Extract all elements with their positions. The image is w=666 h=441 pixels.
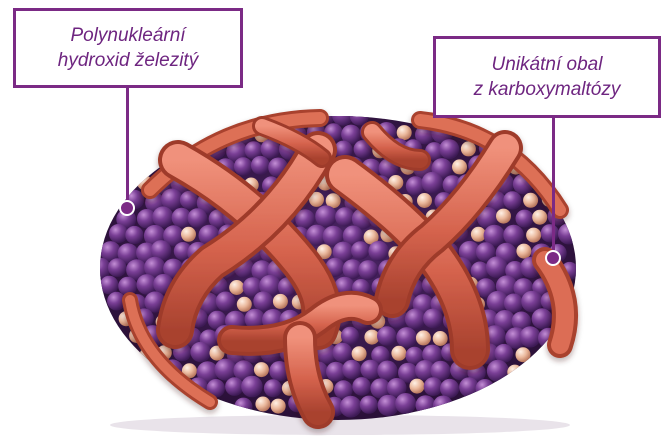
label-carboxymaltose-shell: Unikátní obal z karboxymaltózy xyxy=(433,36,661,118)
peach-sphere xyxy=(471,227,486,242)
purple-sphere xyxy=(439,139,459,159)
label-left-line1: Polynukleární xyxy=(16,23,240,48)
purple-sphere xyxy=(440,379,459,398)
purple-sphere xyxy=(335,207,354,226)
peach-sphere xyxy=(461,141,476,156)
purple-sphere xyxy=(125,226,143,244)
peach-sphere xyxy=(496,209,511,224)
purple-sphere xyxy=(251,156,270,175)
purple-sphere xyxy=(520,326,541,347)
purple-sphere xyxy=(396,327,417,348)
peach-sphere xyxy=(237,297,252,312)
purple-sphere xyxy=(516,210,534,228)
purple-sphere xyxy=(424,377,443,396)
purple-sphere xyxy=(361,360,381,380)
purple-sphere xyxy=(109,224,128,243)
purple-sphere xyxy=(315,205,337,227)
peach-sphere xyxy=(526,228,541,243)
purple-sphere xyxy=(486,256,508,278)
purple-sphere xyxy=(532,308,553,329)
purple-sphere xyxy=(422,172,444,194)
label-polynuclear-iron-hydroxide: Polynukleární hydroxid železitý xyxy=(13,8,243,88)
purple-sphere xyxy=(504,294,523,313)
peach-sphere xyxy=(523,193,538,208)
purple-sphere xyxy=(341,327,359,345)
purple-sphere xyxy=(503,225,524,246)
purple-sphere xyxy=(405,308,426,329)
purple-sphere xyxy=(352,377,371,396)
peach-sphere xyxy=(254,362,269,377)
purple-sphere xyxy=(332,105,353,126)
purple-sphere xyxy=(377,361,397,381)
peach-sphere xyxy=(452,159,467,174)
peach-sphere xyxy=(255,397,270,412)
peach-sphere xyxy=(229,280,244,295)
peach-sphere xyxy=(410,379,425,394)
purple-sphere xyxy=(368,241,388,261)
purple-sphere xyxy=(253,291,273,311)
purple-sphere xyxy=(333,343,353,363)
purple-sphere xyxy=(360,396,378,414)
purple-sphere xyxy=(358,260,378,280)
purple-sphere xyxy=(234,398,252,416)
peach-sphere xyxy=(271,399,286,414)
left-leader-line xyxy=(126,88,129,206)
purple-sphere xyxy=(342,360,361,379)
purple-sphere xyxy=(225,377,244,396)
right-leader-line xyxy=(552,118,555,256)
peach-sphere xyxy=(273,294,288,309)
purple-sphere xyxy=(100,276,119,295)
purple-sphere xyxy=(416,395,436,415)
peach-sphere xyxy=(352,346,367,361)
purple-sphere xyxy=(351,241,369,259)
right-leader-dot xyxy=(545,250,561,266)
peach-sphere xyxy=(516,347,531,362)
label-right-line2: z karboxymaltózy xyxy=(436,77,658,102)
purple-sphere xyxy=(216,292,236,312)
purple-sphere xyxy=(503,191,521,209)
purple-sphere xyxy=(395,393,416,414)
purple-sphere xyxy=(350,107,369,126)
purple-sphere xyxy=(541,224,559,242)
purple-sphere xyxy=(423,309,443,329)
peach-sphere xyxy=(516,244,531,259)
peach-sphere xyxy=(532,210,547,225)
purple-sphere xyxy=(433,396,453,416)
purple-sphere xyxy=(377,326,397,346)
purple-sphere xyxy=(264,379,282,397)
peach-sphere xyxy=(416,330,431,345)
peach-sphere xyxy=(507,365,522,380)
label-right-line1: Unikátní obal xyxy=(436,52,658,77)
purple-sphere xyxy=(108,258,127,277)
purple-sphere xyxy=(340,396,362,418)
purple-sphere xyxy=(476,379,495,398)
purple-sphere xyxy=(188,208,208,228)
purple-sphere xyxy=(558,223,579,244)
purple-sphere xyxy=(152,206,173,227)
peach-sphere xyxy=(391,346,406,361)
peach-sphere xyxy=(397,125,412,140)
purple-sphere xyxy=(241,376,263,398)
purple-sphere xyxy=(487,360,509,382)
peach-sphere xyxy=(181,227,196,242)
peach-sphere xyxy=(417,193,432,208)
purple-sphere xyxy=(190,342,210,362)
label-left-line2: hydroxid železitý xyxy=(16,48,240,73)
purple-sphere xyxy=(234,157,252,175)
left-leader-dot xyxy=(119,200,135,216)
purple-sphere xyxy=(215,359,237,381)
peach-sphere xyxy=(433,331,448,346)
